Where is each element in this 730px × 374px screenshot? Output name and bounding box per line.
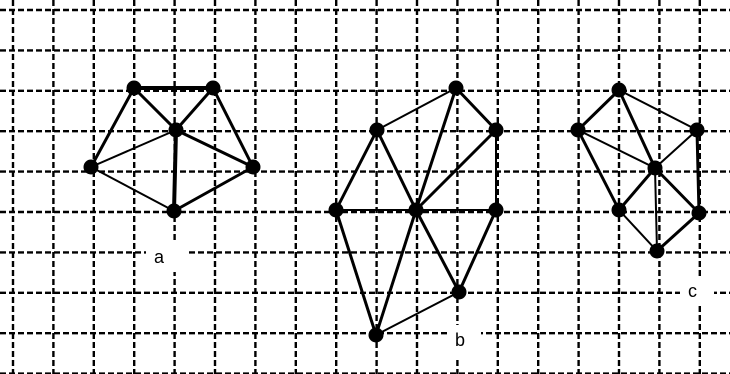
edge-b	[414, 208, 461, 294]
edge-c	[618, 89, 698, 131]
edge-c	[655, 211, 701, 253]
vertex-c	[689, 122, 705, 138]
edge-a	[211, 86, 255, 169]
vertex-c	[691, 205, 707, 221]
horizontal-grid-lines	[0, 8, 730, 374]
vertex-a	[83, 159, 99, 175]
vertex-b	[368, 327, 384, 343]
edge-a	[174, 128, 255, 169]
label-a: a	[154, 247, 165, 267]
label-c-group: c	[680, 276, 714, 306]
vertex-a	[126, 80, 142, 96]
label-c-background	[680, 276, 714, 306]
edge-c	[617, 166, 657, 212]
vertical-grid-lines	[11, 0, 701, 374]
edge-a	[90, 129, 177, 168]
vertex-a	[166, 203, 182, 219]
graph-nodes	[83, 80, 707, 343]
edge-c	[618, 209, 658, 252]
edge-b	[374, 208, 418, 337]
vertex-b	[451, 284, 467, 300]
edge-b	[375, 291, 460, 336]
vertex-a	[205, 80, 221, 96]
graph-edges	[89, 86, 701, 337]
edge-c	[695, 128, 701, 215]
vertex-a	[245, 159, 261, 175]
vertex-c	[647, 160, 663, 176]
vertex-c	[570, 122, 586, 138]
edge-a	[90, 166, 175, 212]
label-b: b	[455, 330, 465, 350]
edge-b	[454, 86, 498, 132]
edge-b	[414, 128, 498, 212]
label-a-group: a	[146, 242, 186, 272]
edge-b	[457, 208, 498, 294]
vertex-b	[408, 202, 424, 218]
vertex-c	[649, 243, 665, 259]
vertex-c	[611, 202, 627, 218]
edge-c	[654, 167, 658, 252]
edge-b	[414, 86, 458, 212]
edge-a	[132, 86, 178, 132]
edge-c	[654, 129, 698, 169]
label-a-background	[146, 242, 186, 272]
vertex-b	[328, 202, 344, 218]
edge-a	[174, 86, 215, 132]
edge-c	[617, 88, 657, 170]
edge-b	[376, 87, 457, 131]
vertex-b	[448, 80, 464, 96]
label-b-background	[447, 325, 481, 357]
vertex-b	[488, 122, 504, 138]
edge-c	[577, 129, 656, 169]
edge-c	[576, 128, 621, 212]
edge-b	[375, 128, 418, 212]
edge-c	[653, 166, 701, 215]
vertex-b	[369, 122, 385, 138]
label-b-group: b	[447, 325, 481, 357]
vertex-c	[611, 82, 627, 98]
edge-b	[334, 208, 378, 337]
edge-a	[172, 165, 255, 213]
edge-c	[576, 88, 621, 132]
label-c: c	[688, 281, 697, 301]
vertex-a	[168, 122, 184, 138]
edge-a	[172, 128, 178, 213]
edge-b	[334, 128, 379, 212]
vertex-b	[488, 202, 504, 218]
edge-a	[89, 86, 136, 169]
